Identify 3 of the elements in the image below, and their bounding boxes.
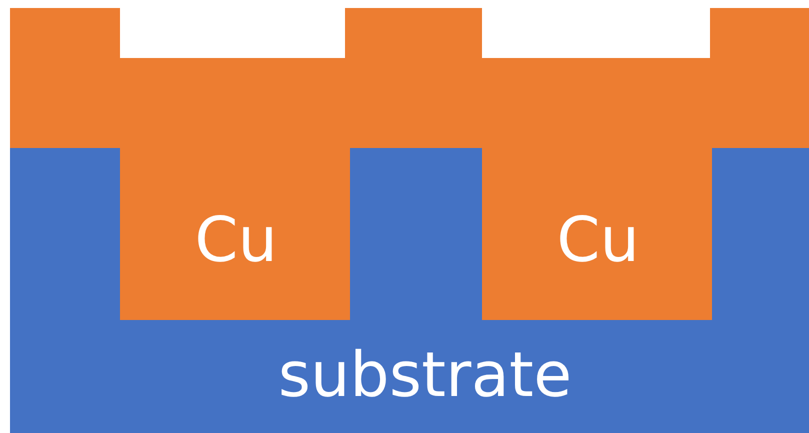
material-label: Cu: [556, 209, 640, 271]
material-label: Cu: [194, 209, 278, 271]
layer-label: substrate: [278, 344, 572, 406]
